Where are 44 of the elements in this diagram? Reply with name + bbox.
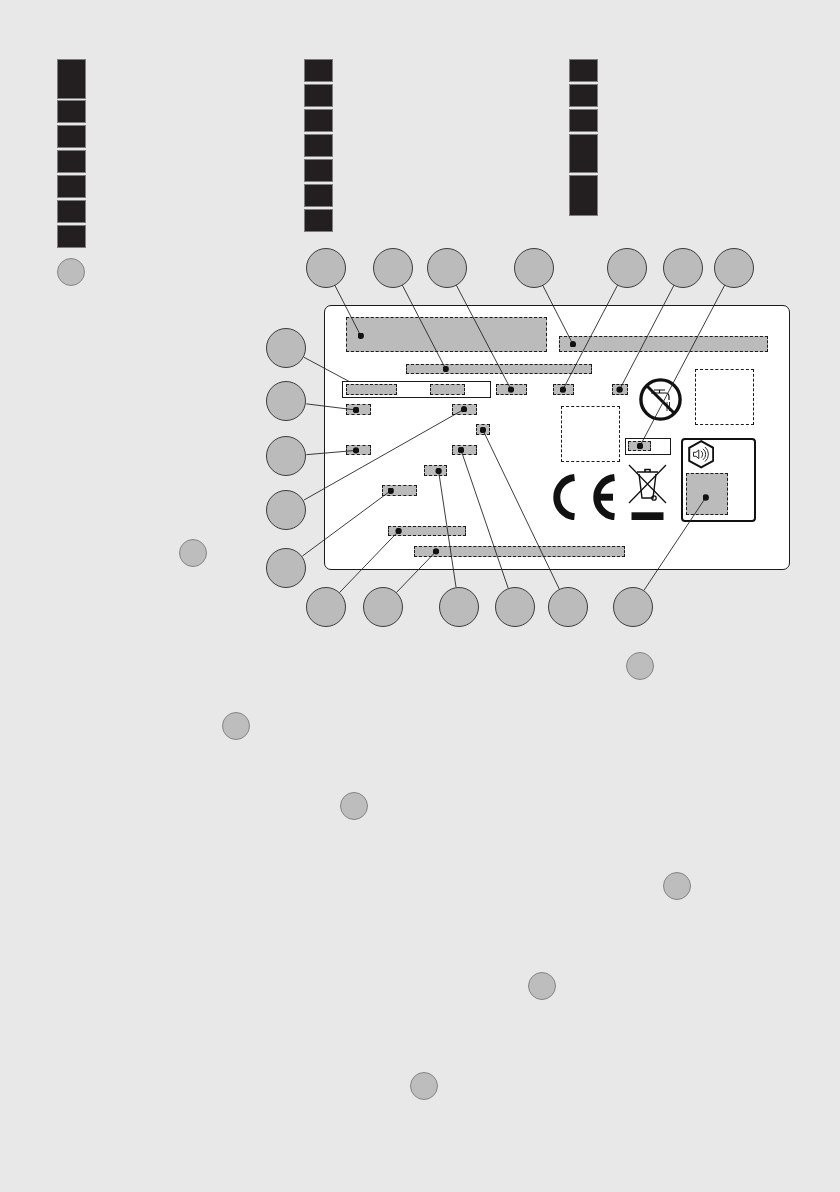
placeholder-area <box>345 383 397 395</box>
placeholder-area <box>495 383 527 395</box>
placeholder-area <box>423 464 447 476</box>
placeholder-area <box>429 383 466 395</box>
placeholder-area <box>345 317 547 352</box>
stacked-block <box>304 159 333 182</box>
stacked-block <box>304 134 333 157</box>
stacked-block <box>57 59 86 99</box>
stacked-block <box>57 200 86 223</box>
stacked-block <box>57 125 86 148</box>
stacked-block <box>57 225 86 248</box>
stacked-block <box>568 109 598 132</box>
stacked-block <box>304 109 333 132</box>
dashed-frame <box>560 405 620 462</box>
placeholder-area <box>405 363 592 375</box>
stacked-block <box>57 100 86 123</box>
outlined-frame <box>624 437 671 456</box>
placeholder-area <box>452 403 477 415</box>
stacked-block <box>568 175 598 216</box>
placeholder-area <box>345 444 371 456</box>
placeholder-area <box>452 444 477 456</box>
stacked-block <box>304 84 333 107</box>
placeholder-area <box>628 440 651 452</box>
stacked-block <box>57 150 86 173</box>
stacked-block <box>568 134 598 173</box>
placeholder-area <box>553 383 575 395</box>
stacked-block <box>57 175 86 198</box>
dashed-frame <box>694 368 755 426</box>
symbol-frame <box>680 437 756 522</box>
stacked-block <box>304 209 333 232</box>
placeholder-area <box>686 473 728 516</box>
stacked-block <box>568 84 598 107</box>
placeholder-area <box>611 383 629 395</box>
stacked-block <box>568 59 598 82</box>
stacked-block <box>304 59 333 82</box>
label-plate <box>324 305 791 570</box>
stacked-block <box>304 184 333 207</box>
outlined-frame <box>341 380 491 399</box>
leader-line <box>303 356 350 382</box>
placeholder-area <box>558 335 769 352</box>
placeholder-area <box>382 484 417 496</box>
placeholder-area <box>388 525 466 537</box>
placeholder-area <box>413 545 626 557</box>
placeholder-area <box>345 403 371 415</box>
